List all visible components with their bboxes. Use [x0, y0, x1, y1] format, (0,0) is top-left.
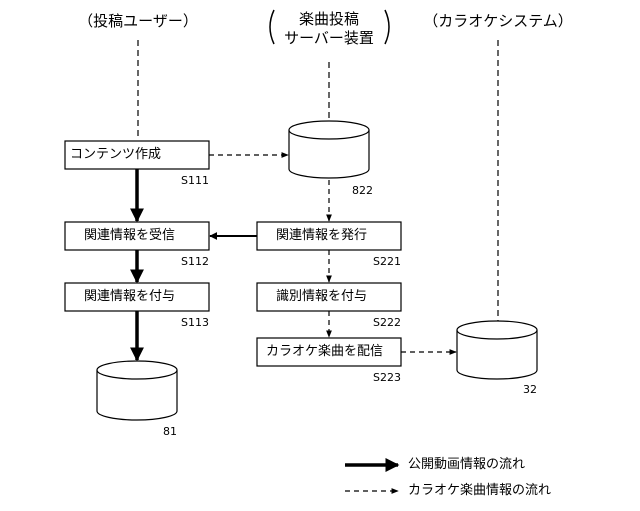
- legend-dashed-label: カラオケ楽曲情報の流れ: [408, 484, 551, 497]
- step-s221: S221: [373, 256, 401, 267]
- box-attach-identification-label: 識別情報を付与: [276, 290, 367, 303]
- column-server-line1: 楽曲投稿: [279, 12, 379, 27]
- box-deliver-karaoke-label: カラオケ楽曲を配信: [266, 345, 383, 358]
- storage-32-label: 32: [523, 384, 537, 395]
- box-attach-related-label: 関連情報を付与: [84, 290, 175, 303]
- storage-32: [457, 321, 537, 379]
- step-s113: S113: [181, 317, 209, 328]
- storage-822: [289, 121, 369, 178]
- storage-822-label: 822: [352, 185, 373, 196]
- step-s222: S222: [373, 317, 401, 328]
- column-server-line2: サーバー装置: [279, 31, 379, 46]
- box-issue-related-label: 関連情報を発行: [276, 229, 367, 242]
- box-content-create-label: コンテンツ作成: [70, 148, 161, 161]
- storage-81-label: 81: [163, 426, 177, 437]
- step-s223: S223: [373, 372, 401, 383]
- storage-81: [97, 361, 177, 420]
- column-karaoke: （カラオケシステム）: [420, 14, 576, 29]
- legend-solid-label: 公開動画情報の流れ: [408, 458, 525, 471]
- step-s111: S111: [181, 175, 209, 186]
- server-bracket-left: [270, 10, 274, 44]
- server-bracket-right: [385, 10, 389, 44]
- column-user: （投稿ユーザー）: [76, 14, 200, 29]
- box-receive-related-label: 関連情報を受信: [84, 229, 175, 242]
- step-s112: S112: [181, 256, 209, 267]
